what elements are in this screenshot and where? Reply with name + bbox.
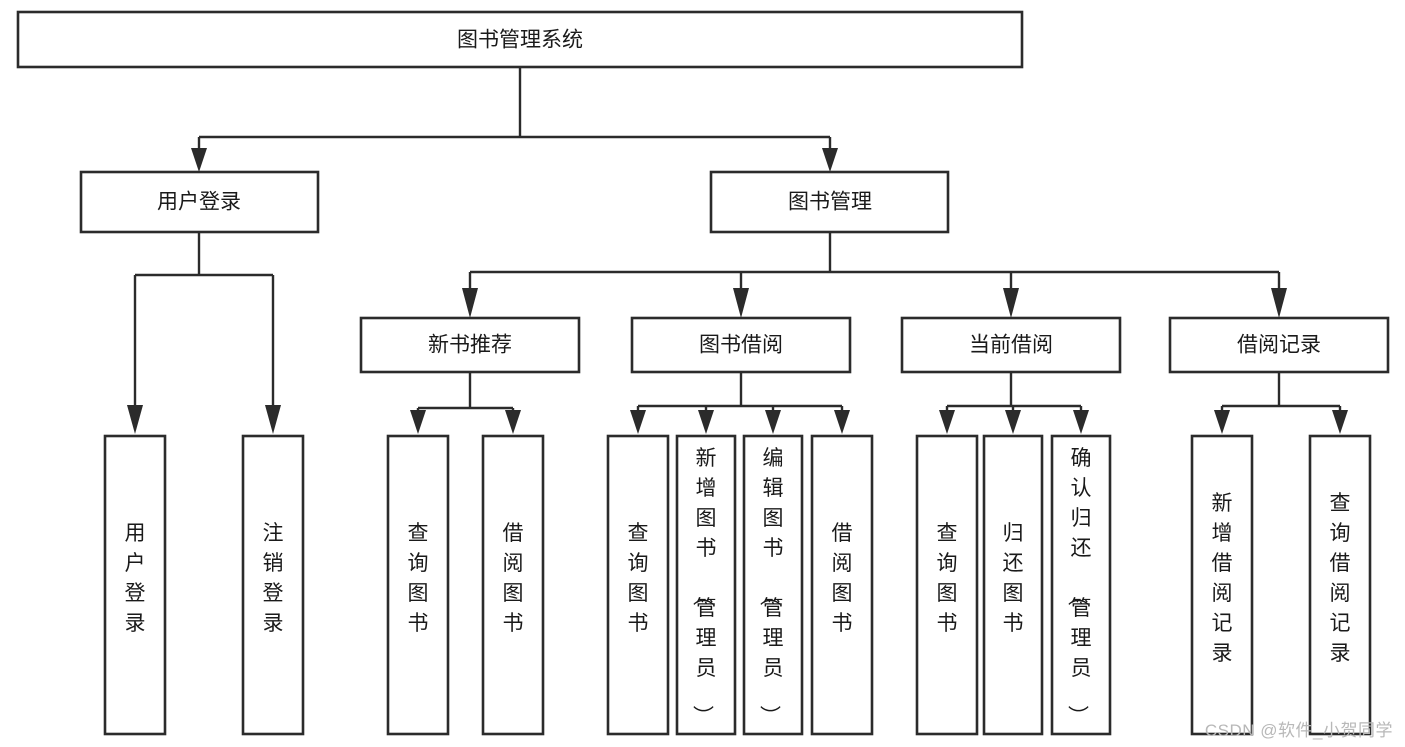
node-leaf4-label: 借阅图书: [503, 522, 524, 635]
node-leaf2[interactable]: 注销登录: [241, 434, 305, 736]
node-records-box[interactable]: [1168, 316, 1390, 374]
arrow-head-icon-leaf2: [265, 405, 281, 434]
node-leaf11-box[interactable]: [1050, 434, 1112, 736]
node-login[interactable]: 用户登录: [79, 170, 320, 234]
node-leaf5-box[interactable]: [606, 434, 670, 736]
node-leaf2-label: 注销登录: [263, 522, 284, 635]
node-leaf10-label: 归还图书: [1003, 522, 1024, 635]
arrow-head-icon-newbook: [462, 288, 478, 318]
node-bookmgmt[interactable]: 图书管理: [709, 170, 950, 234]
node-leaf3-box[interactable]: [386, 434, 450, 736]
node-root[interactable]: 图书管理系统: [16, 10, 1024, 69]
node-leaf3-label: 查询图书: [408, 522, 429, 635]
arrow-head-icon-leaf13: [1332, 410, 1348, 434]
node-leaf8[interactable]: 借阅图书: [810, 434, 874, 736]
arrow-head-icon-leaf1: [127, 405, 143, 434]
arrow-head-icon-login: [191, 148, 207, 172]
arrow-head-icon-leaf6: [698, 410, 714, 434]
arrow-head-icon-current: [1003, 288, 1019, 318]
node-newbook-box[interactable]: [359, 316, 581, 374]
node-current[interactable]: 当前借阅: [900, 316, 1122, 374]
node-leaf5-label: 查询图书: [628, 522, 649, 635]
node-leaf10-box[interactable]: [982, 434, 1044, 736]
node-leaf1-label: 用户登录: [125, 522, 146, 635]
watermark-text: CSDN @软件_小贺同学: [1204, 721, 1393, 740]
node-records[interactable]: 借阅记录: [1168, 316, 1390, 374]
node-newbook[interactable]: 新书推荐: [359, 316, 581, 374]
arrow-head-icon-borrow: [733, 288, 749, 318]
node-borrow-label: 图书借阅: [699, 334, 783, 357]
arrow-head-icon-leaf12: [1214, 410, 1230, 434]
node-leaf8-label: 借阅图书: [832, 522, 853, 635]
node-leaf6-box[interactable]: [675, 434, 737, 736]
arrow-head-icon-leaf5: [630, 410, 646, 434]
arrow-head-icon-leaf3: [410, 410, 426, 434]
arrow-head-icon-leaf4: [505, 410, 521, 434]
node-leaf7-box[interactable]: [742, 434, 804, 736]
node-leaf7-label: 编辑图书（管理员）: [758, 447, 784, 726]
node-newbook-label: 新书推荐: [428, 334, 512, 357]
node-leaf11-label: 确认归还（管理员）: [1066, 447, 1092, 726]
arrow-head-icon-bookmgmt: [822, 148, 838, 172]
node-leaf13-box[interactable]: [1308, 434, 1372, 736]
node-root-label: 图书管理系统: [457, 29, 583, 52]
node-leaf4[interactable]: 借阅图书: [481, 434, 545, 736]
arrow-head-icon-leaf8: [834, 410, 850, 434]
arrow-head-icon-leaf7: [765, 410, 781, 434]
node-leaf9-label: 查询图书: [937, 522, 958, 635]
node-login-label: 用户登录: [157, 191, 241, 214]
node-borrow[interactable]: 图书借阅: [630, 316, 852, 374]
node-leaf12-label: 新增借阅记录: [1212, 492, 1233, 665]
node-leaf13-label: 查询借阅记录: [1330, 492, 1351, 665]
node-bookmgmt-label: 图书管理: [788, 191, 872, 214]
node-bookmgmt-box[interactable]: [709, 170, 950, 234]
node-current-box[interactable]: [900, 316, 1122, 374]
node-login-box[interactable]: [79, 170, 320, 234]
node-leaf6[interactable]: 新增图书（管理员）: [675, 434, 737, 736]
node-leaf9-box[interactable]: [915, 434, 979, 736]
arrow-head-icon-records: [1271, 288, 1287, 318]
arrow-head-icon-leaf10: [1005, 410, 1021, 434]
node-records-label: 借阅记录: [1237, 334, 1321, 357]
node-leaf13[interactable]: 查询借阅记录: [1308, 434, 1372, 736]
node-leaf5[interactable]: 查询图书: [606, 434, 670, 736]
node-leaf4-box[interactable]: [481, 434, 545, 736]
node-leaf9[interactable]: 查询图书: [915, 434, 979, 736]
node-borrow-box[interactable]: [630, 316, 852, 374]
node-leaf12-box[interactable]: [1190, 434, 1254, 736]
node-current-label: 当前借阅: [969, 334, 1053, 357]
arrow-head-icon-leaf11: [1073, 410, 1089, 434]
node-leaf6-label: 新增图书（管理员）: [691, 447, 717, 726]
node-leaf2-box[interactable]: [241, 434, 305, 736]
node-leaf12[interactable]: 新增借阅记录: [1190, 434, 1254, 736]
node-leaf3[interactable]: 查询图书: [386, 434, 450, 736]
arrow-head-icon-leaf9: [939, 410, 955, 434]
node-leaf1-box[interactable]: [103, 434, 167, 736]
node-leaf8-box[interactable]: [810, 434, 874, 736]
node-leaf11[interactable]: 确认归还（管理员）: [1050, 434, 1112, 736]
node-root-box[interactable]: [16, 10, 1024, 69]
node-leaf7[interactable]: 编辑图书（管理员）: [742, 434, 804, 736]
connectors-layer: [127, 67, 1348, 434]
node-leaf10[interactable]: 归还图书: [982, 434, 1044, 736]
node-leaf1[interactable]: 用户登录: [103, 434, 167, 736]
